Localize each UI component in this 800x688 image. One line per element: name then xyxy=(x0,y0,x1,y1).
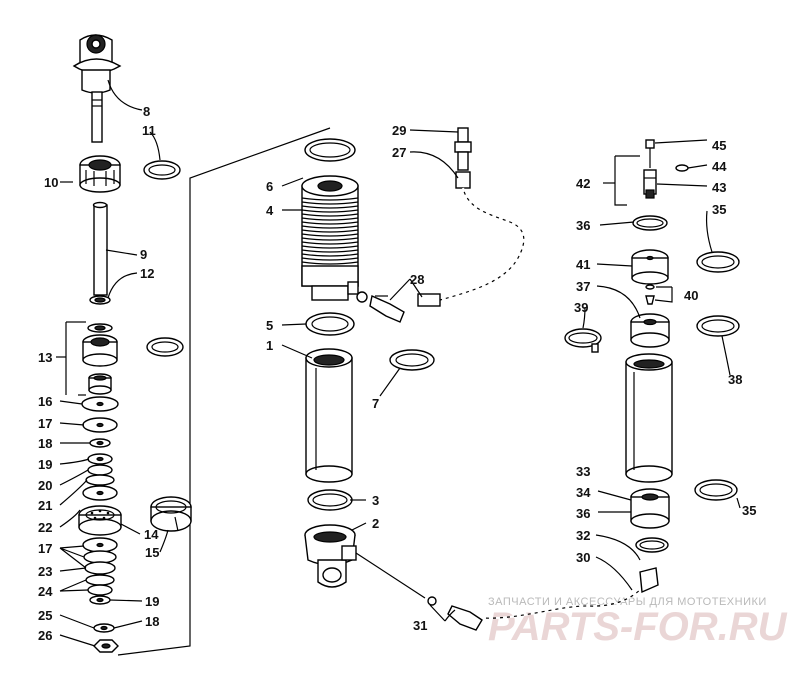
callout-14: 14 xyxy=(144,527,159,542)
callout-21: 21 xyxy=(38,498,52,513)
callout-17-upper: 17 xyxy=(38,416,52,431)
callout-42: 42 xyxy=(576,176,590,191)
callout-1: 1 xyxy=(266,338,273,353)
shock-body-assembly xyxy=(301,138,435,588)
part-3-ring xyxy=(307,489,353,511)
callout-labels: 8 11 10 9 12 13 16 17 18 19 20 21 22 14 … xyxy=(38,104,756,643)
shaft-assembly xyxy=(72,34,192,653)
callout-32: 32 xyxy=(576,528,590,543)
callout-22: 22 xyxy=(38,520,52,535)
part-37-floating-piston xyxy=(630,313,670,348)
callout-15: 15 xyxy=(145,545,159,560)
watermark-caption: ЗАПЧАСТИ И АКСЕССУАРЫ ДЛЯ МОТОТЕХНИКИ xyxy=(488,596,767,608)
callout-10: 10 xyxy=(44,175,58,190)
callout-13: 13 xyxy=(38,350,52,365)
callout-23: 23 xyxy=(38,564,52,579)
part-8-stud xyxy=(91,91,103,143)
callout-2: 2 xyxy=(372,516,379,531)
part-35-o-ring-lower xyxy=(694,479,738,501)
callout-41: 41 xyxy=(576,257,590,272)
callout-17-lower: 17 xyxy=(38,541,52,556)
part-22-piston xyxy=(78,505,122,536)
leader-lines xyxy=(59,79,741,647)
callout-44: 44 xyxy=(712,159,727,174)
callout-39: 39 xyxy=(574,300,588,315)
callout-11: 11 xyxy=(142,123,156,138)
callout-5: 5 xyxy=(266,318,273,333)
callout-30: 30 xyxy=(576,550,590,565)
part-15-piston-ring xyxy=(150,496,192,532)
callout-31: 31 xyxy=(413,618,427,633)
callout-38: 38 xyxy=(728,372,742,387)
callout-4: 4 xyxy=(266,203,274,218)
part-45-screw xyxy=(645,139,655,149)
shim-stack-lower xyxy=(82,537,118,605)
part-13-seal-head xyxy=(82,323,184,395)
callout-6: 6 xyxy=(266,179,273,194)
callout-12: 12 xyxy=(140,266,154,281)
callout-36-upper: 36 xyxy=(576,218,590,233)
part-39-clamp xyxy=(564,328,602,353)
callout-24: 24 xyxy=(38,584,53,599)
callout-3: 3 xyxy=(372,493,379,508)
callout-7: 7 xyxy=(372,396,379,411)
callout-18-upper: 18 xyxy=(38,436,52,451)
part-44-washer xyxy=(675,164,689,172)
callout-29: 29 xyxy=(392,123,406,138)
part-5-ring xyxy=(305,312,355,336)
callout-20: 20 xyxy=(38,478,52,493)
callout-25: 25 xyxy=(38,608,52,623)
reservoir-hose-upper xyxy=(356,127,525,323)
part-38-o-ring xyxy=(696,315,740,337)
part-36-clip-upper xyxy=(632,215,668,231)
callout-45: 45 xyxy=(712,138,726,153)
callout-43: 43 xyxy=(712,180,726,195)
reservoir-hose-lower xyxy=(355,552,659,631)
callout-19-lower: 19 xyxy=(145,594,159,609)
part-35-o-ring-upper xyxy=(696,251,740,273)
watermark-logo: PARTS-FOR.RU xyxy=(488,605,788,649)
part-32-clip xyxy=(635,537,669,553)
callout-40: 40 xyxy=(684,288,698,303)
part-7-o-ring xyxy=(389,349,435,371)
callout-35-upper: 35 xyxy=(712,202,726,217)
callout-26: 26 xyxy=(38,628,52,643)
top-mount-eyelet xyxy=(72,34,122,94)
reservoir-assembly xyxy=(564,139,740,553)
callout-34: 34 xyxy=(576,485,591,500)
part-41-end-cap xyxy=(631,249,669,285)
part-2-lower-eyelet xyxy=(304,524,357,588)
callout-27: 27 xyxy=(392,145,406,160)
callout-37: 37 xyxy=(576,279,590,294)
part-11-o-ring xyxy=(143,160,181,180)
callout-35-lower: 35 xyxy=(742,503,756,518)
shim-stack-upper xyxy=(81,396,119,501)
watermark: PARTS-FOR.RU ЗАПЧАСТИ И АКСЕССУАРЫ ДЛЯ М… xyxy=(488,596,788,649)
part-33-reservoir-tube xyxy=(625,353,673,483)
part-6-o-ring xyxy=(304,138,356,162)
callout-36-lower: 36 xyxy=(576,506,590,521)
part-10-end-cap xyxy=(79,155,121,193)
callout-19-upper: 19 xyxy=(38,457,52,472)
callout-16: 16 xyxy=(38,394,52,409)
part-4-threaded-body xyxy=(301,175,359,301)
part-34-lower-cap xyxy=(630,488,670,529)
callout-33: 33 xyxy=(576,464,590,479)
callout-9: 9 xyxy=(140,247,147,262)
callout-8: 8 xyxy=(143,104,150,119)
part-9-shaft xyxy=(93,204,108,296)
callout-18-lower: 18 xyxy=(145,614,159,629)
part-1-inner-tube xyxy=(305,348,353,483)
callout-28: 28 xyxy=(410,272,424,287)
group-bracket-lines xyxy=(56,127,640,656)
